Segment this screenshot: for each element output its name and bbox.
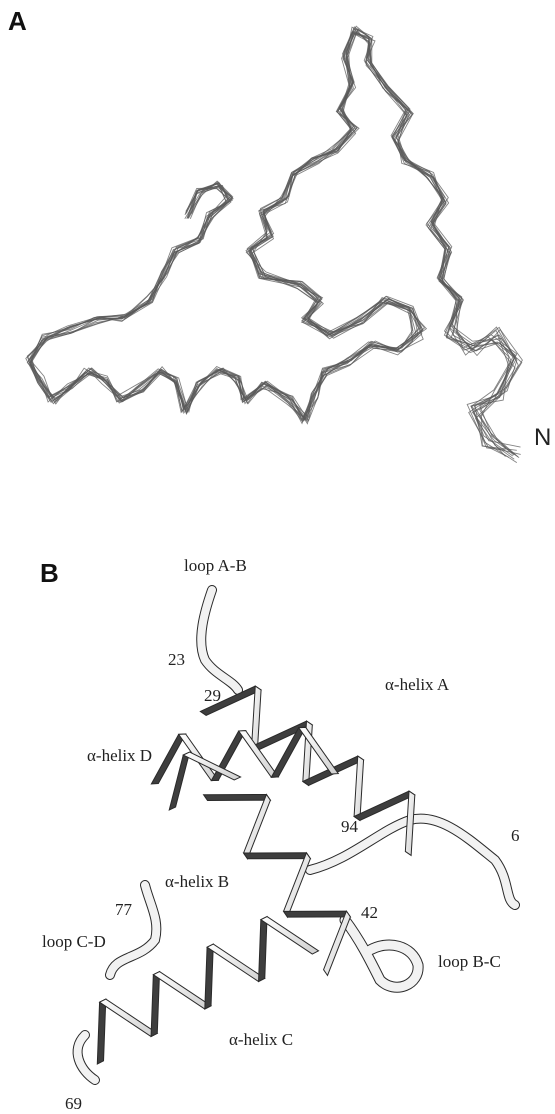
label-helix-d: α-helix D: [87, 746, 152, 766]
label-loop-bc: loop B-C: [438, 952, 501, 972]
label-helix-a: α-helix A: [385, 675, 449, 695]
label-loop-ab: loop A-B: [184, 556, 247, 576]
label-helix-b: α-helix B: [165, 872, 229, 892]
label-residue-23: 23: [168, 650, 185, 670]
loop-cd-segment: [110, 885, 156, 975]
label-residue-29: 29: [204, 686, 221, 706]
label-residue-94: 94: [341, 817, 358, 837]
label-loop-cd: loop C-D: [42, 932, 106, 952]
label-helix-c: α-helix C: [229, 1030, 293, 1050]
c-terminal-cap: [78, 1035, 95, 1080]
helix-d-cap: [169, 752, 240, 810]
label-residue-42: 42: [361, 903, 378, 923]
loop-bc-segment: [345, 920, 418, 987]
label-residue-6: 6: [511, 826, 520, 846]
loop-ab-segment: [201, 590, 238, 690]
label-residue-69: 69: [65, 1094, 82, 1114]
label-residue-77: 77: [115, 900, 132, 920]
